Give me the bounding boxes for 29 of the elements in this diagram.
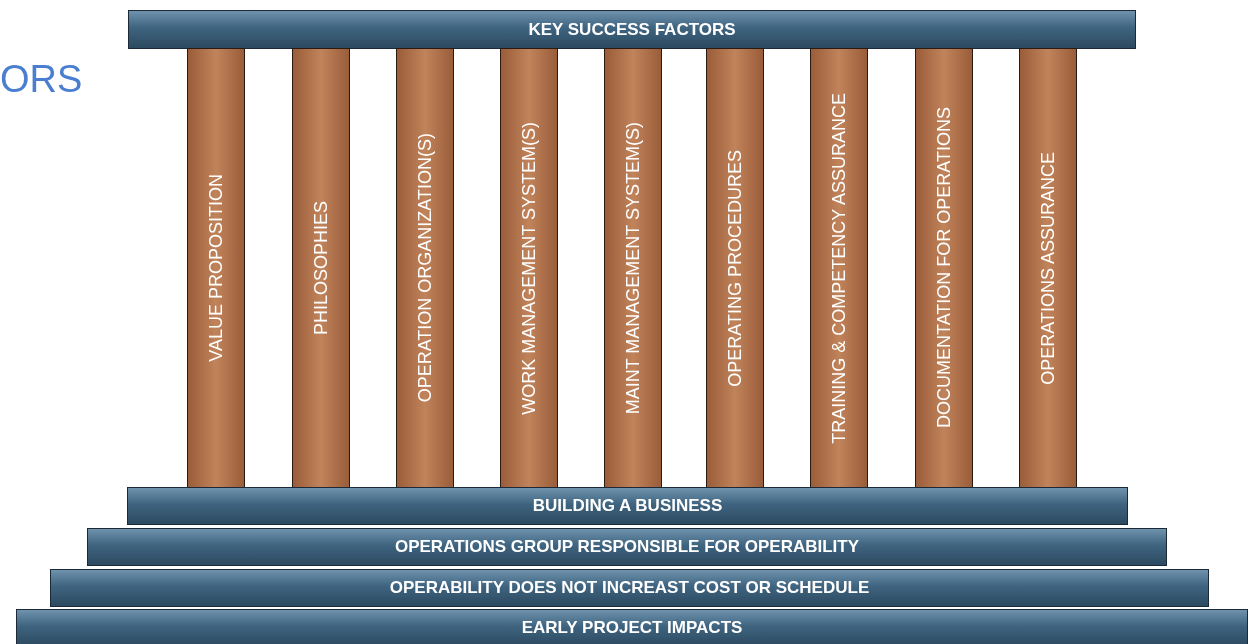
pillar-label: OPERATING PROCEDURES	[724, 149, 746, 387]
pillar-label: DOCUMENTATION FOR OPERATIONS	[933, 107, 955, 429]
pillar	[187, 48, 245, 488]
pillar	[604, 48, 662, 488]
beam-label: OPERABILITY DOES NOT INCREAST COST OR SCHEDULE	[389, 578, 870, 598]
pillar-label: OPERATIONS ASSURANCE	[1037, 151, 1059, 385]
pillar-label: MAINT MANAGEMENT SYSTEM(S)	[622, 121, 644, 415]
pillar-label: PHILOSOPHIES	[310, 200, 332, 335]
pillar-label: WORK MANAGEMENT SYSTEM(S)	[518, 121, 540, 415]
pillar	[915, 48, 973, 488]
beam-bar	[128, 10, 1136, 49]
pillar	[810, 48, 868, 488]
pillar-label: TRAINING & COMPETENCY ASSURANCE	[828, 92, 850, 444]
beam-bar	[87, 528, 1167, 566]
beam-bar	[127, 487, 1128, 525]
pillar-label: VALUE PROPOSITION	[205, 174, 227, 362]
pillar-label: OPERATION ORGANIZATION(S)	[414, 133, 436, 403]
beam-label: EARLY PROJECT IMPACTS	[521, 618, 743, 638]
pillar	[292, 48, 350, 488]
heading-fragment: ORS	[0, 58, 83, 101]
beam-label: KEY SUCCESS FACTORS	[528, 19, 736, 40]
beam-bar	[16, 609, 1248, 644]
pillar	[500, 48, 558, 488]
pillar	[396, 48, 454, 488]
beam-bar	[50, 569, 1209, 607]
pillar	[1019, 48, 1077, 488]
pillar	[706, 48, 764, 488]
beam-label: OPERATIONS GROUP RESPONSIBLE FOR OPERABILITY	[394, 537, 860, 557]
beam-label: BUILDING A BUSINESS	[532, 496, 723, 516]
